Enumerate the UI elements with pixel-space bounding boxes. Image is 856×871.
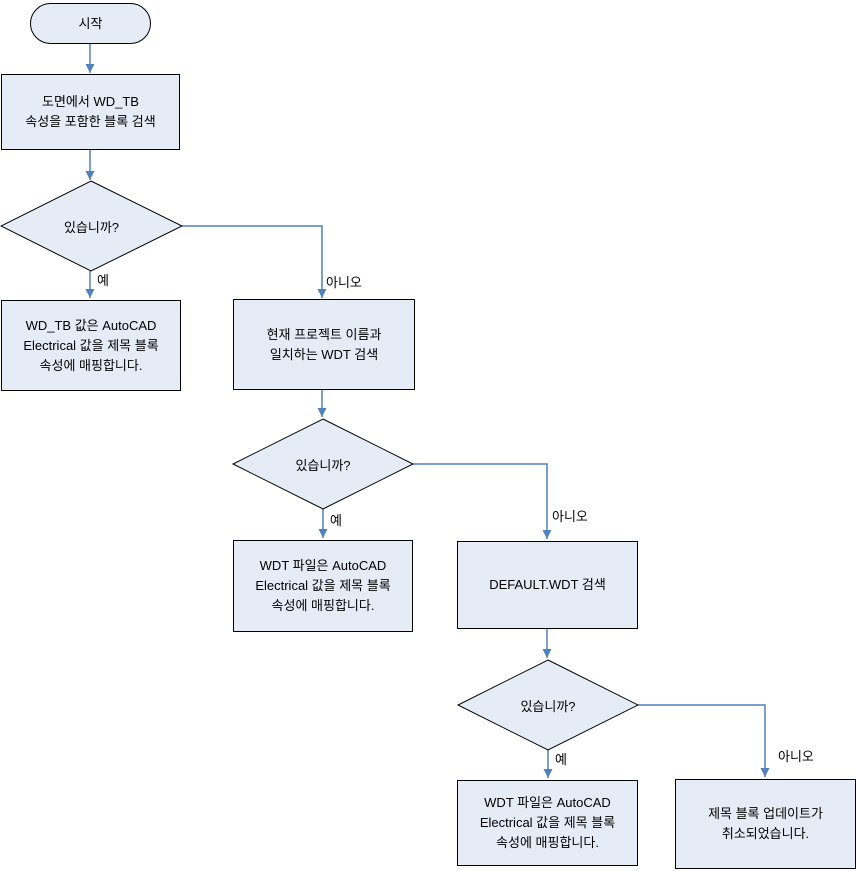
edge-label-yes-1: 예 (97, 273, 109, 288)
edge-label-yes-2: 예 (330, 513, 342, 528)
node-text-line: 속성에 매핑합니다. (39, 357, 143, 373)
node-text-line: Electrical 값을 제목 블록 (479, 815, 616, 830)
node-start-label: 시작 (78, 15, 103, 31)
edge-label-yes-3: 예 (555, 752, 567, 767)
edge-label-no-1: 아니오 (326, 275, 362, 290)
edge-label-no-3: 아니오 (778, 749, 814, 764)
node-text-line: Electrical 값을 제목 블록 (23, 337, 159, 353)
node-text-line: 취소되었습니다. (721, 826, 810, 841)
node-text-line: 도면에서 WD_TB (42, 94, 139, 109)
node-text-line: WDT 파일은 AutoCAD (484, 795, 611, 810)
node-text-line: 제목 블록 업데이트가 (708, 806, 823, 821)
node-text-line: 속성을 포함한 블록 검색 (25, 114, 156, 129)
node-update-cancelled: 제목 블록 업데이트가 취소되었습니다. (675, 779, 856, 869)
decision-3-diamond (456, 659, 640, 751)
node-start: 시작 (30, 3, 151, 44)
node-map-wdtb-values: WD_TB 값은 AutoCAD Electrical 값을 제목 블록 속성에… (1, 300, 181, 391)
decision-1-diamond (0, 180, 184, 272)
node-text-line: 속성에 매핑합니다. (271, 598, 375, 613)
node-search-wdtb-block: 도면에서 WD_TB 속성을 포함한 블록 검색 (1, 74, 180, 150)
node-map-wdt-values-2: WDT 파일은 AutoCAD Electrical 값을 제목 블록 속성에 … (457, 780, 638, 866)
connector-decision3-no (638, 704, 770, 777)
edge-label-no-2: 아니오 (552, 509, 588, 524)
node-search-default-wdt: DEFAULT.WDT 검색 (457, 541, 638, 629)
node-text-line: Electrical 값을 제목 블록 (255, 578, 391, 593)
node-text-line: WDT 파일은 AutoCAD (259, 558, 387, 573)
node-text-line: 속성에 매핑합니다. (496, 835, 599, 850)
node-text-line: WD_TB 값은 AutoCAD (25, 317, 157, 333)
node-text-line: 현재 프로젝트 이름과 (266, 326, 382, 342)
node-text-line: DEFAULT.WDT 검색 (489, 577, 606, 592)
decision-2-diamond (231, 418, 415, 510)
node-text-line: 일치하는 WDT 검색 (269, 346, 379, 362)
node-map-wdt-values-1: WDT 파일은 AutoCAD Electrical 값을 제목 블록 속성에 … (233, 540, 413, 632)
node-search-project-wdt: 현재 프로젝트 이름과 일치하는 WDT 검색 (233, 299, 415, 390)
connector-decision2-no (413, 463, 552, 539)
connector-decision1-no (182, 225, 327, 298)
